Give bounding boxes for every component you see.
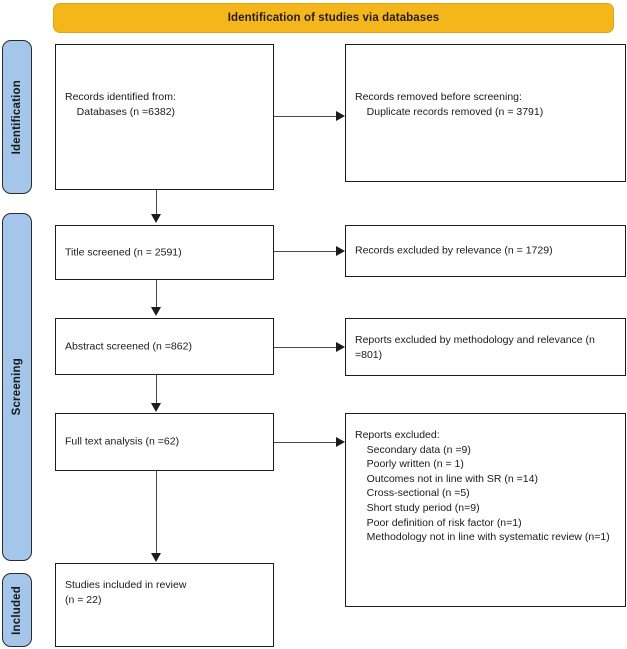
node-studies-included: Studies included in review (n = 22) [55, 563, 274, 647]
node-text: Records excluded by relevance (n = 1729) [355, 244, 553, 257]
stage-label-identification: Identification [2, 40, 32, 194]
node-fulltext-analysis: Full text analysis (n =62) [55, 413, 274, 471]
node-text: Title screened (n = 2591) [65, 246, 182, 259]
node-text: Full text analysis (n =62) [65, 435, 180, 448]
node-text: Studies included in review (n = 22) [65, 579, 187, 606]
node-title-screened: Title screened (n = 2591) [55, 225, 274, 280]
node-abstract-screened: Abstract screened (n =862) [55, 318, 274, 375]
node-excluded-relevance: Records excluded by relevance (n = 1729) [345, 225, 626, 277]
node-reports-excluded: Reports excluded: Secondary data (n =9) … [345, 413, 626, 607]
node-text: Reports excluded by methodology and rele… [355, 334, 598, 361]
stage-label-text: Identification [11, 79, 23, 155]
node-text: Reports excluded: Secondary data (n =9) … [355, 429, 610, 544]
banner-title: Identification of studies via databases [227, 12, 440, 24]
stage-label-text: Screening [11, 358, 23, 416]
node-excluded-methodology: Reports excluded by methodology and rele… [345, 318, 626, 376]
stage-label-screening: Screening [2, 213, 32, 561]
node-records-identified: Records identified from: Databases (n =6… [55, 44, 274, 190]
diagram-banner: Identification of studies via databases [53, 3, 614, 33]
stage-label-text: Included [11, 585, 23, 635]
node-text: Abstract screened (n =862) [65, 340, 192, 353]
node-text: Records removed before screening: Duplic… [355, 91, 544, 118]
node-records-removed: Records removed before screening: Duplic… [345, 44, 626, 182]
stage-label-included: Included [2, 573, 32, 647]
node-text: Records identified from: Databases (n =6… [65, 91, 176, 118]
